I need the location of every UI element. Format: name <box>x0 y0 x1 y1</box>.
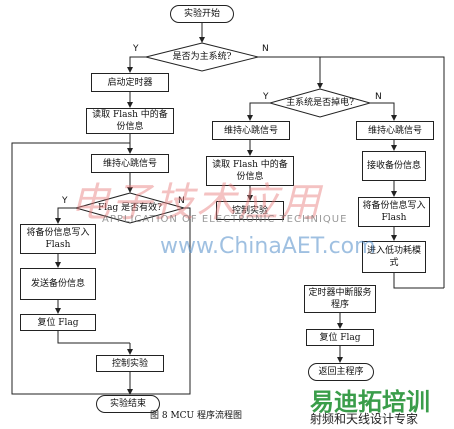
watermark-cn: 电子技术应用 <box>70 180 322 226</box>
power-off-no-label: N <box>375 92 382 102</box>
is-main-decision: 是否为主系统? <box>172 52 232 62</box>
send-backup-box: 发送备份信息 <box>20 268 96 300</box>
read-flash-backup-mid-box: 读取 Flash 中的备份信息 <box>206 156 294 186</box>
return-node: 返回主程序 <box>308 363 374 381</box>
flag-yes-label: Y <box>62 196 68 206</box>
receive-backup-box: 接收备份信息 <box>362 151 426 181</box>
read-flash-backup-left-box: 读取 Flash 中的备份信息 <box>86 108 174 134</box>
brand-name: 易迪拓培训 <box>310 388 430 416</box>
timer-isr-box: 定时器中断服务程序 <box>304 285 376 313</box>
is-main-yes-label: Y <box>133 44 139 54</box>
start-timer-box: 启动定时器 <box>91 73 169 92</box>
low-power-mode-box: 进入低功耗模式 <box>362 241 426 273</box>
figure-caption: 图 8 MCU 程序流程图 <box>150 411 242 421</box>
watermark-en: APPLICATION OF ELECTRONIC TECHNIQUE <box>102 214 348 225</box>
control-experiment-left-box: 控制实验 <box>96 355 164 372</box>
end-node: 实验结束 <box>96 395 160 413</box>
brand-slogan: 射频和天线设计专家 <box>310 412 419 426</box>
control-experiment-mid-box: 控制实验 <box>216 201 284 220</box>
reset-flag-box: 复位 Flag <box>20 314 96 331</box>
maintain-heartbeat-right-box: 维持心跳信号 <box>356 121 434 140</box>
flag-no-label: N <box>178 196 185 206</box>
reset-flag-right-box: 复位 Flag <box>306 329 374 346</box>
maintain-heartbeat-left-box: 维持心跳信号 <box>91 154 169 173</box>
watermark-url: www.ChinaAET.com <box>160 234 376 259</box>
maintain-heartbeat-mid-box: 维持心跳信号 <box>212 121 290 140</box>
power-off-decision: 主系统是否掉电? <box>286 98 354 108</box>
write-backup-flash-right-box: 将备份信息写入 Flash <box>358 197 430 227</box>
flag-valid-decision: Flag 是否有效? <box>98 203 162 213</box>
is-main-no-label: N <box>262 44 269 54</box>
power-off-yes-label: Y <box>263 92 269 102</box>
start-node: 实验开始 <box>170 5 234 23</box>
save-backup-flash-box: 将备份信息写入 Flash <box>20 224 96 254</box>
